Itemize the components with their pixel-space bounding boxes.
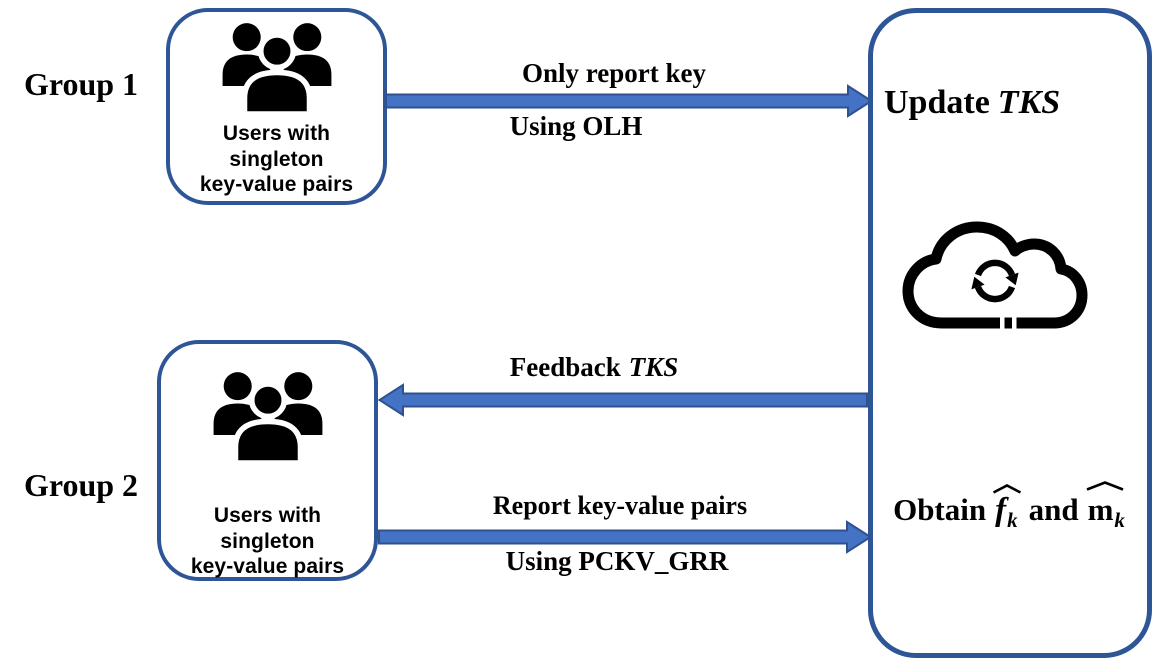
feedback-word: Feedback — [509, 352, 621, 382]
arrow1-label-bottom: Using OLH — [509, 111, 643, 141]
box-text-line: Users with — [213, 504, 322, 527]
group1-box: Users with singleton key-value pairs — [166, 8, 387, 205]
f-hat-symbol: fk — [993, 484, 1022, 538]
and-word: and — [1028, 492, 1079, 527]
arrow3-label-top: Report key-value pairs — [492, 491, 748, 520]
obtain-prefix: Obtain — [893, 492, 987, 527]
group2-box: Users with singleton key-value pairs — [157, 340, 378, 581]
m-letter: m — [1087, 492, 1114, 527]
box-text-line: singleton — [229, 147, 324, 171]
cloud-sync-icon — [902, 221, 1088, 330]
arrow-group2-to-server — [378, 520, 872, 554]
group2-box-text: Users with singleton key-value pairs — [191, 503, 344, 580]
arrow-server-to-group2 — [378, 383, 868, 417]
wide-hat-icon — [1086, 481, 1124, 491]
group1-box-text: Users with singleton key-value pairs — [200, 121, 353, 198]
m-subscript: k — [1114, 508, 1125, 532]
group2-label: Group 2 — [23, 467, 139, 503]
box-text-line: key-value pairs — [199, 173, 354, 196]
wide-hat-icon — [993, 484, 1022, 494]
server-title-prefix: Update — [884, 84, 990, 121]
arrow-group1-to-server — [385, 84, 873, 118]
box-text-line: singleton — [220, 529, 315, 553]
group1-label: Group 1 — [23, 66, 139, 102]
arrow1-label-top: Only report key — [522, 58, 706, 88]
m-hat-symbol: mk — [1086, 481, 1125, 538]
f-subscript: k — [1007, 508, 1018, 532]
server-box — [868, 8, 1152, 658]
f-letter: f — [995, 492, 1007, 528]
feedback-tks: TKS — [628, 352, 679, 382]
group-of-users-icon — [222, 23, 331, 114]
box-text-line: key-value pairs — [190, 555, 345, 578]
arrow3-label-bottom: Using PCKV_GRR — [505, 546, 729, 576]
box-text-line: Users with — [222, 122, 331, 145]
group-of-users-icon — [213, 372, 322, 463]
server-title-tks: TKS — [997, 84, 1061, 121]
